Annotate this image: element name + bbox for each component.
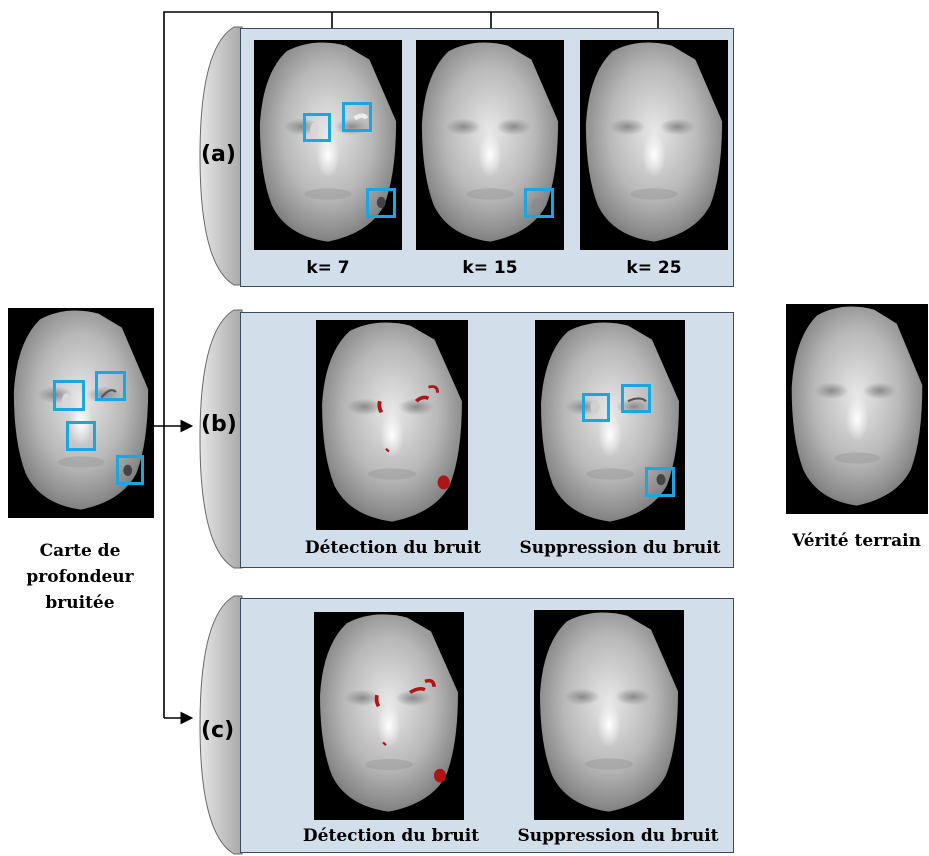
noise-removal-face-c (534, 610, 684, 820)
noise-highlight-box (366, 188, 396, 218)
row-c-label: (c) (201, 718, 235, 743)
caption-k25: k= 25 (626, 258, 682, 278)
noisy-depth-map-image (8, 308, 154, 518)
noise-highlight-box (303, 113, 331, 142)
caption-detection-c: Détection du bruit (302, 826, 480, 846)
noise-highlight-box (95, 371, 126, 401)
row-a-label: (a) (201, 142, 236, 167)
noise-highlight-box (645, 467, 675, 497)
filtered-face-k15 (416, 40, 564, 250)
ground-truth-caption: Vérité terrain (792, 531, 921, 551)
noise-highlight-box (524, 188, 554, 218)
filtered-face-k25 (580, 40, 728, 250)
caption-removal-b: Suppression du bruit (519, 538, 721, 558)
noise-highlight-box (53, 380, 85, 411)
row-a-bracket (199, 26, 243, 286)
caption-detection-b: Détection du bruit (304, 538, 482, 558)
caption-k15: k= 15 (462, 258, 518, 278)
noise-highlight-box (66, 421, 96, 451)
noise-highlight-box (116, 455, 144, 485)
noise-highlight-box (621, 384, 651, 413)
filtered-face-k7 (254, 40, 402, 250)
noise-removal-face-b (535, 320, 685, 530)
noise-highlight-box (582, 393, 610, 422)
caption-removal-c: Suppression du bruit (517, 826, 719, 846)
row-b-label: (b) (201, 412, 237, 437)
row-b-bracket (199, 309, 243, 569)
noise-detection-face-b (316, 320, 468, 530)
caption-k7: k= 7 (306, 258, 350, 278)
ground-truth-image (786, 304, 928, 514)
noise-highlight-box (342, 102, 372, 132)
noisy-depth-map-caption: Carte de profondeur bruitée (26, 541, 134, 613)
row-c-bracket (199, 595, 243, 855)
noise-detection-face-c (314, 612, 464, 820)
